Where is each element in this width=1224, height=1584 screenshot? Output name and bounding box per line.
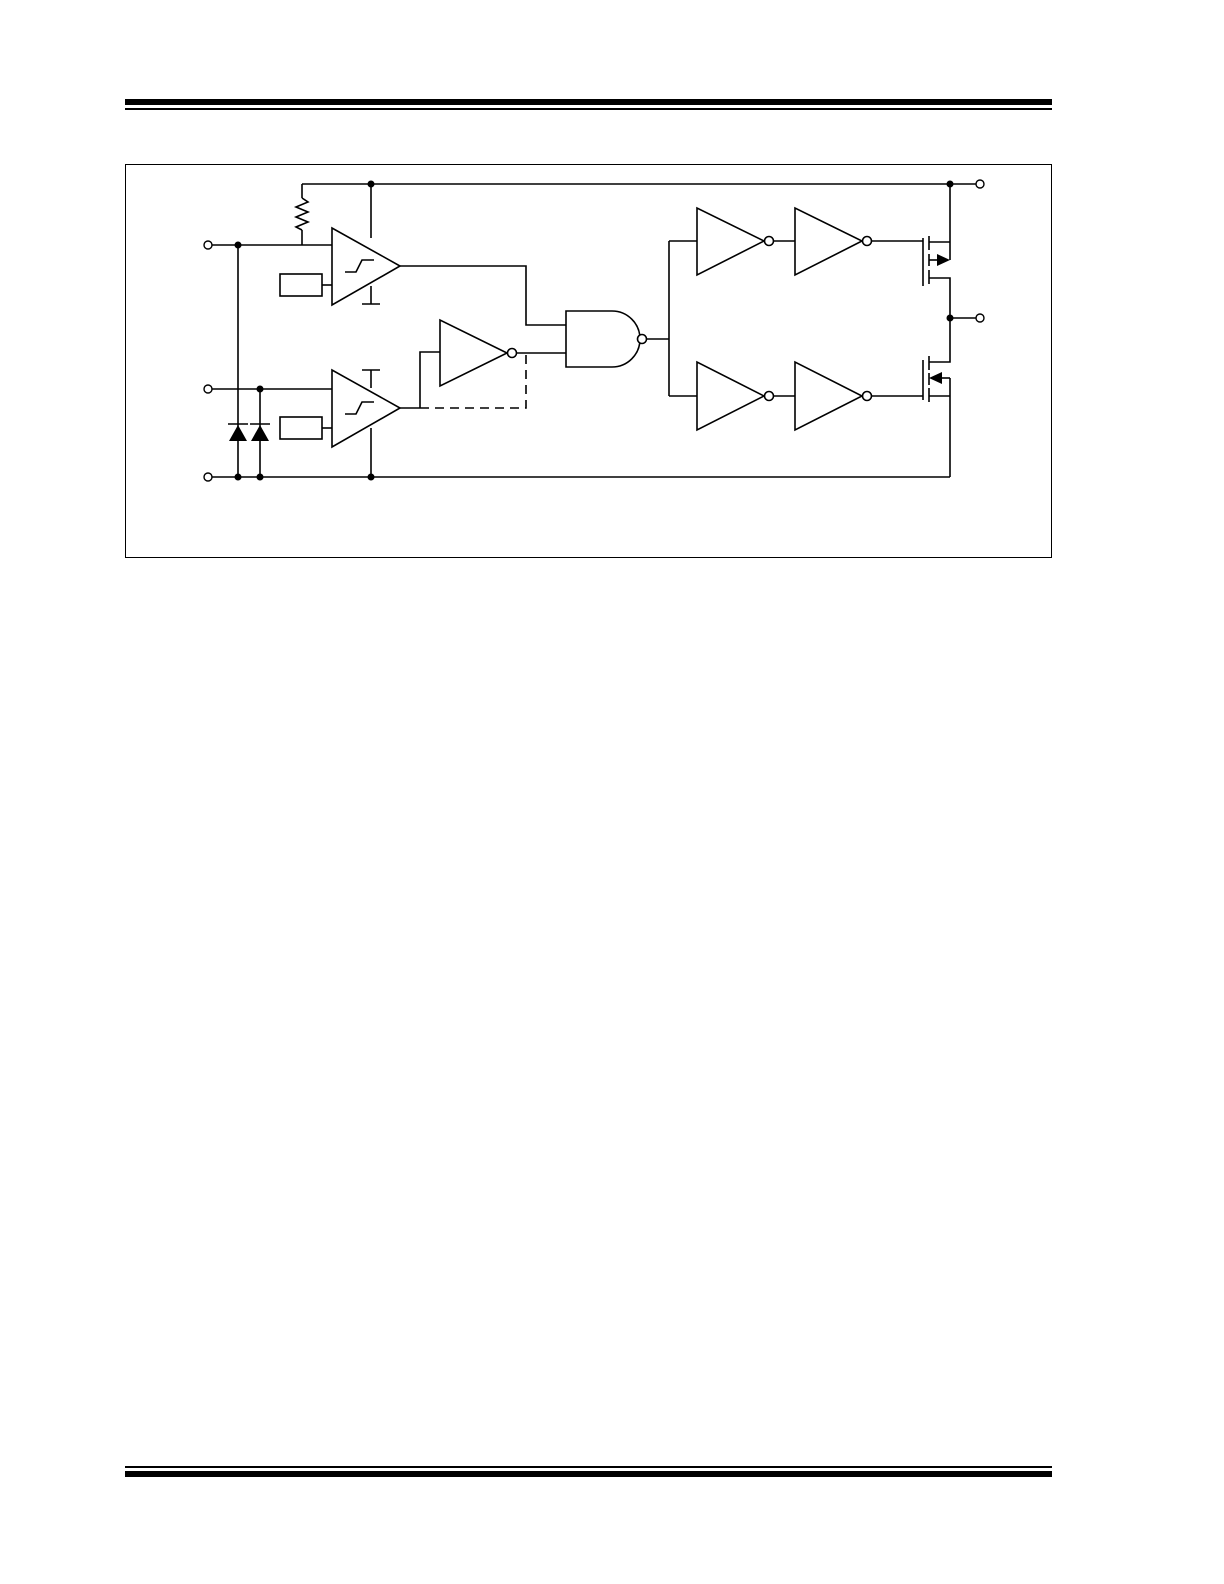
- top-driver-inverter-2: [794, 206, 923, 277]
- optional-bypass-dashed: [420, 355, 527, 409]
- protection-diode-2: [250, 423, 270, 441]
- input-2-net: [203, 384, 332, 477]
- comp2-to-inverter-wire: [400, 351, 440, 409]
- vdd-rail: [302, 179, 985, 189]
- nand-gate: [565, 310, 669, 368]
- bottom-driver-inverter-1: [696, 360, 795, 432]
- reference-2-box: [279, 416, 323, 440]
- pullup-resistor: [293, 184, 311, 245]
- polarity-inverter: [439, 318, 566, 388]
- n-channel-mosfet: [922, 318, 951, 402]
- diagram-frame: [125, 164, 1052, 558]
- top-driver-inverter-1: [696, 206, 795, 277]
- header-rule-thick: [125, 99, 1052, 105]
- protection-diode-1: [228, 423, 248, 441]
- comp1-to-nand-wire: [400, 265, 566, 326]
- p-channel-mosfet: [922, 184, 951, 318]
- footer-rule-thin: [125, 1466, 1052, 1468]
- driver-fanout-wire: [668, 240, 697, 397]
- footer-rule-thick: [125, 1471, 1052, 1477]
- comparator-2: [322, 368, 402, 477]
- comparator-1: [322, 184, 402, 307]
- output-node: [946, 313, 985, 323]
- bottom-driver-inverter-2: [794, 360, 923, 432]
- reference-1-box: [279, 273, 323, 297]
- header-rule-thin: [125, 108, 1052, 110]
